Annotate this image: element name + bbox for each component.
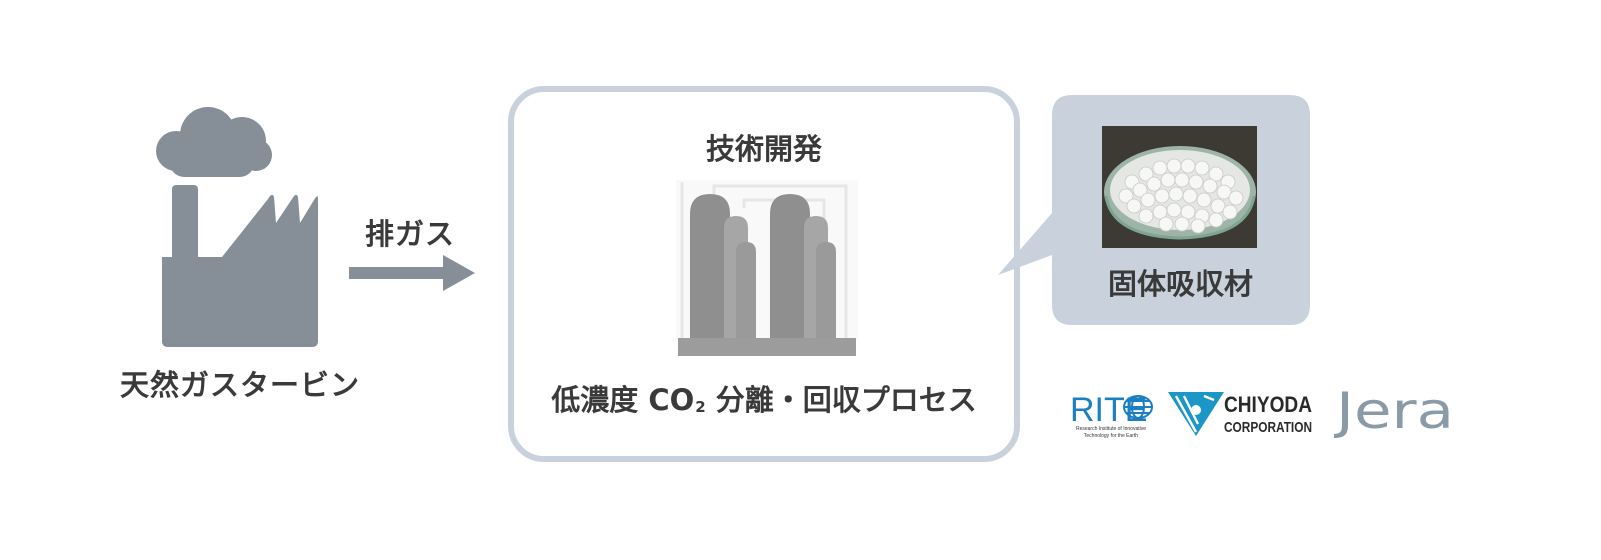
process-box bbox=[508, 86, 1020, 462]
factory-icon bbox=[156, 107, 318, 347]
rite-tagline-1: Research Institute of Innovative bbox=[1076, 426, 1146, 432]
caption-suffix: 分離・回収プロセス bbox=[715, 383, 977, 417]
caption-prefix: 低濃度 CO bbox=[551, 383, 695, 417]
chiyoda-line-1: CHIYODA bbox=[1224, 392, 1312, 417]
absorption-tower-icon bbox=[676, 180, 858, 356]
caption-subscript: 2 bbox=[695, 398, 706, 416]
process-caption: 低濃度 CO2 分離・回収プロセス bbox=[508, 377, 1020, 419]
jera-logo: Jera bbox=[1334, 382, 1454, 440]
chiyoda-line-2: CORPORATION bbox=[1224, 419, 1312, 436]
rite-logo: RITE Research Institute of Innovative Te… bbox=[1070, 391, 1153, 439]
jera-logo-text: Jera bbox=[1334, 382, 1454, 440]
technology-development-title: 技術開発 bbox=[705, 132, 822, 166]
chiyoda-logo: CHIYODA CORPORATION bbox=[1168, 392, 1312, 436]
solid-sorbent-label: 固体吸収材 bbox=[1107, 267, 1253, 301]
gas-turbine-label: 天然ガスタービン bbox=[120, 368, 361, 402]
arrow-right-icon bbox=[349, 255, 475, 291]
exhaust-gas-label: 排ガス bbox=[365, 217, 456, 251]
rite-tagline-2: Technology for the Earth bbox=[1084, 433, 1138, 439]
sorbent-beads-photo bbox=[1102, 126, 1257, 248]
